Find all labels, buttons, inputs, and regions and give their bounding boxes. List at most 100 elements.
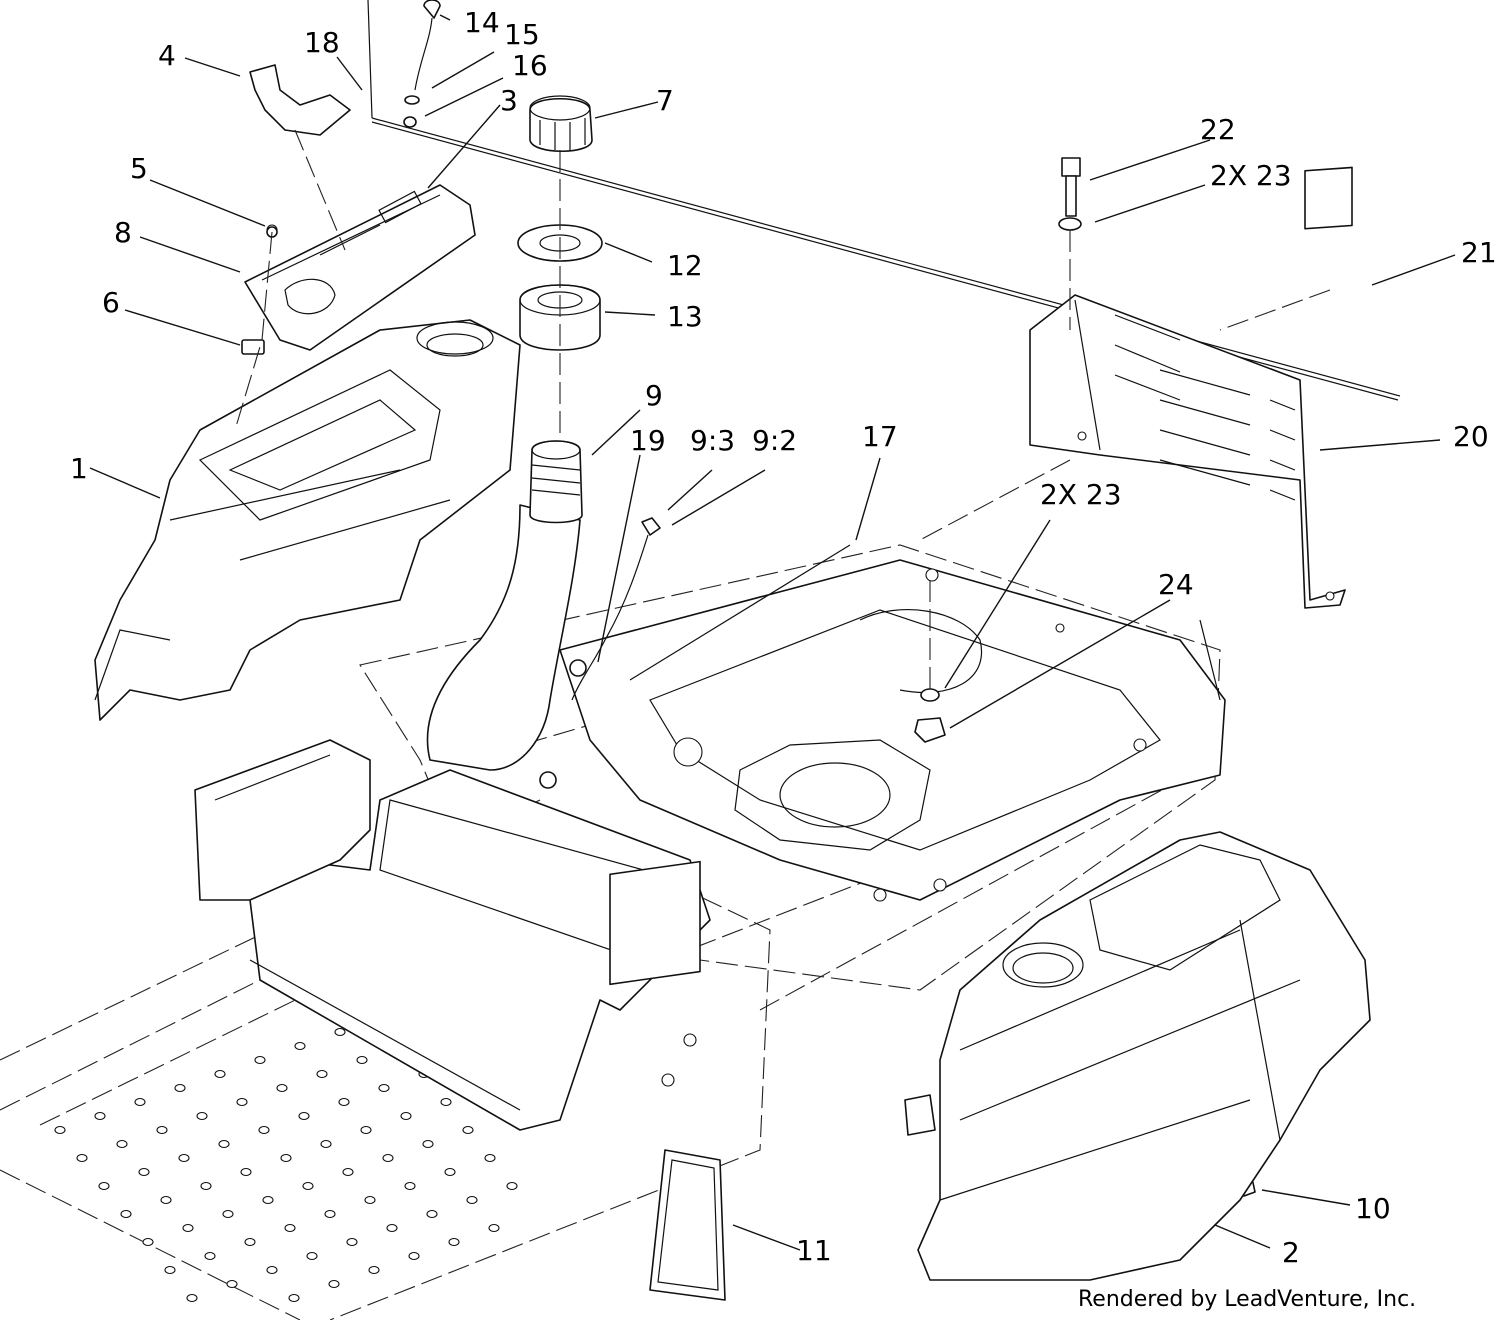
floor-pan-hole [408,1251,420,1261]
floor-pan-hole [284,1223,296,1233]
floor-pan-hole [54,1125,66,1135]
floor-pan-hole [200,1181,212,1191]
floor-pan-hole [488,1223,500,1233]
foot-pad [649,1149,726,1301]
floor-pan-hole [382,1153,394,1163]
floor-pan-hole [386,1223,398,1233]
fuel-filler-neck [426,440,583,771]
callout-14: 14 [464,6,500,39]
floor-pan-hole [306,1251,318,1261]
chassis-frame [559,559,1226,902]
floor-pan-hole [466,1195,478,1205]
floor-pan-hole [120,1209,132,1219]
callout-2x23-upper: 2X 23 [1210,159,1292,192]
floor-pan-hole [178,1153,190,1163]
callout-9-3: 9:3 [690,424,735,457]
floor-pan-hole [440,1097,452,1107]
floor-pan-hole [182,1223,194,1233]
heat-shield [1029,294,1346,609]
heat-shield-slots [1114,314,1296,501]
callout-17: 17 [862,420,898,453]
floor-pan-hole [378,1083,390,1093]
callout-10: 10 [1355,1192,1391,1225]
seat-support-box [194,739,711,1131]
callout-9-2: 9:2 [752,424,797,457]
floor-pan-hole [448,1237,460,1247]
floor-pan-hole [266,1265,278,1275]
floor-pan-hole [218,1139,230,1149]
floor-pan-hole [160,1195,172,1205]
floor-pan-hole [280,1153,292,1163]
floor-pan-hole [222,1209,234,1219]
floor-pan-hole [134,1097,146,1107]
floor-pan-hole [240,1167,252,1177]
floor-pan-hole [174,1083,186,1093]
callout-24: 24 [1158,568,1194,601]
render-credit: Rendered by LeadVenture, Inc. [1078,1287,1416,1312]
floor-pan-hole [356,1055,368,1065]
floor-pan-hole [334,1027,346,1037]
floor-pan-hole [164,1265,176,1275]
floor-pan-hole [294,1041,306,1051]
callout-8: 8 [114,216,132,249]
left-console [94,319,521,721]
callout-21: 21 [1461,236,1497,269]
floor-pan-hole [156,1125,168,1135]
callout-7: 7 [656,84,674,117]
floor-pan-hole [254,1055,266,1065]
floor-pan-hole [422,1139,434,1149]
floor-pan-hole [462,1125,474,1135]
floor-pan-hole [404,1181,416,1191]
floor-pan-hole [138,1167,150,1177]
floor-pan-hole [426,1209,438,1219]
floor-pan-hole [316,1069,328,1079]
callout-18: 18 [304,26,340,59]
floor-pan-hole [506,1181,518,1191]
floor-pan-hole [364,1195,376,1205]
floor-pan-hole [94,1111,106,1121]
floor-pan-hole [368,1265,380,1275]
floor-pan-hole [288,1293,300,1303]
callout-5: 5 [130,152,148,185]
floor-pan-hole [98,1181,110,1191]
floor-pan-hole [258,1125,270,1135]
callout-labels: 4 18 14 15 16 3 7 5 8 6 12 13 22 2X 23 2… [70,6,1497,1269]
floor-pan-hole [186,1293,198,1303]
floor-pan-hole [320,1139,332,1149]
callout-1: 1 [70,452,88,485]
floor-pan-hole [76,1153,88,1163]
callout-15: 15 [504,18,540,51]
floor-pan-hole [302,1181,314,1191]
floor-pan-hole [342,1167,354,1177]
floor-pan-hole [338,1097,350,1107]
floor-pan-hole [116,1139,128,1149]
assembly-center-lines [234,129,1331,690]
floor-pan-hole [298,1111,310,1121]
floor-pan-hole [484,1153,496,1163]
callout-9: 9 [645,379,663,412]
callout-4: 4 [158,39,176,72]
callout-11: 11 [796,1234,832,1267]
leader-lines [89,14,1456,1251]
floor-pan-hole [324,1209,336,1219]
floor-pan-hole [400,1111,412,1121]
floor-pan-hole [244,1237,256,1247]
floor-pan-hole [360,1125,372,1135]
floor-pan-hole [346,1237,358,1247]
floor-pan-hole [214,1069,226,1079]
right-console [904,831,1371,1281]
floor-pan-hole [142,1237,154,1247]
callout-19: 19 [630,424,666,457]
floor-pan-hole [236,1097,248,1107]
small-parts [241,0,1401,1197]
floor-pan-hole [226,1279,238,1289]
floor-pan-hole [276,1083,288,1093]
floor-pan-hole [196,1111,208,1121]
floor-pan-hole [328,1279,340,1289]
callout-6: 6 [102,286,120,319]
floor-pan-hole [204,1251,216,1261]
callout-2: 2 [1282,1236,1300,1269]
floor-pan-hole [444,1167,456,1177]
floor-pan-hole [262,1195,274,1205]
